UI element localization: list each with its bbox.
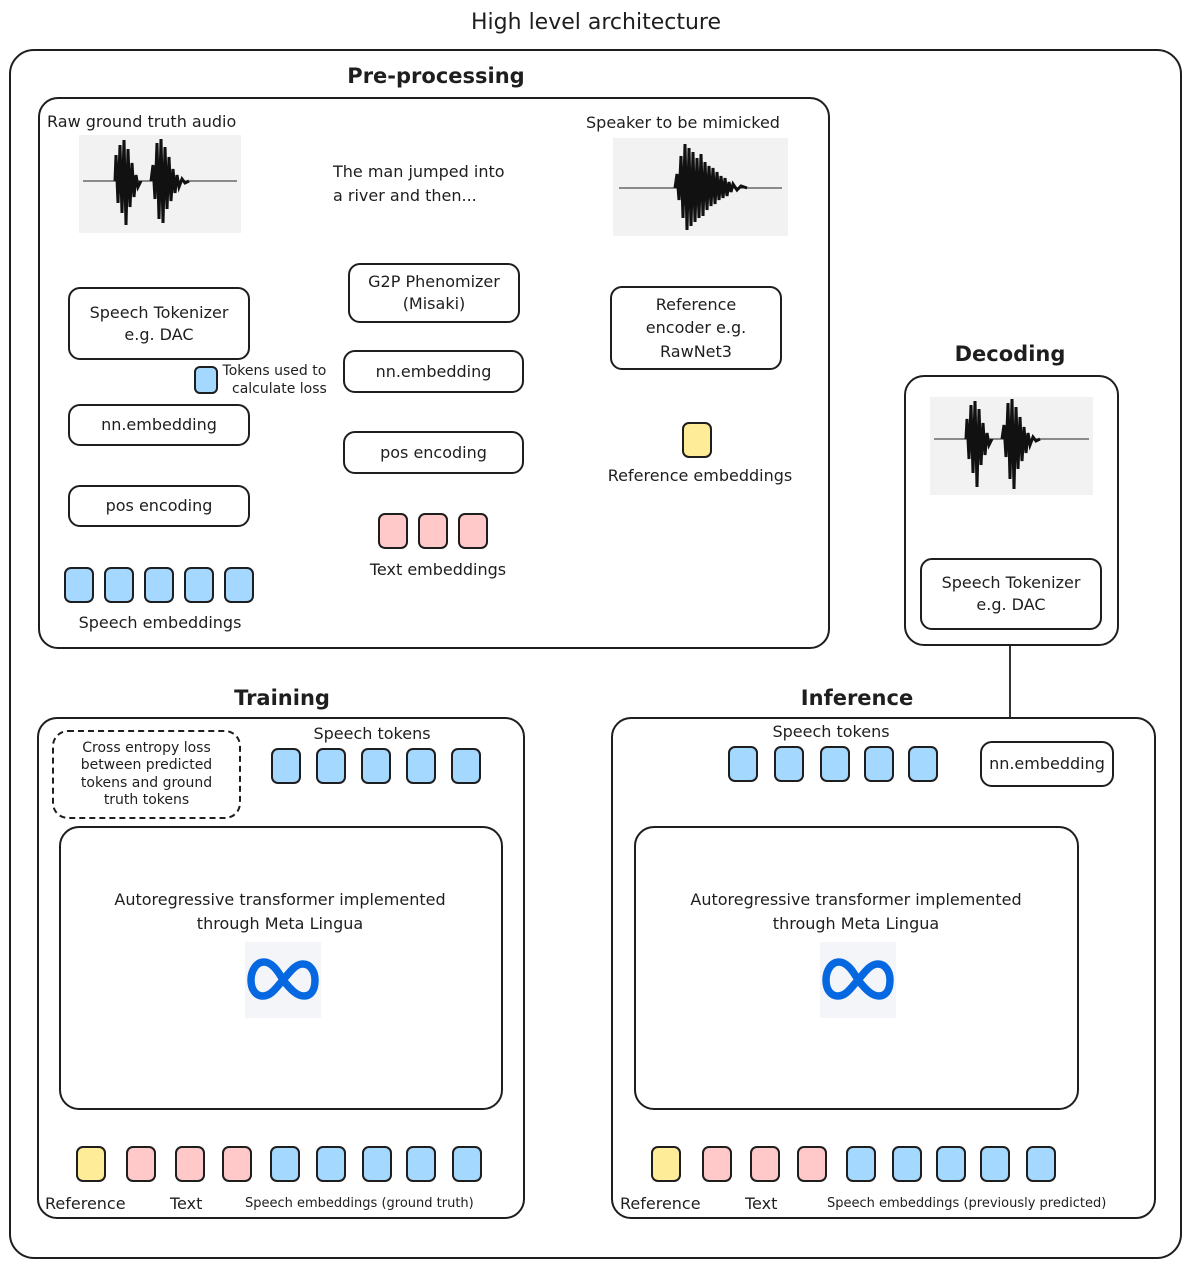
- loss-note-line-1: Cross entropy loss: [82, 739, 211, 756]
- input-embedding-chip: [126, 1146, 156, 1182]
- input-embedding-chip: [1026, 1146, 1056, 1182]
- training-reference-label: Reference: [45, 1194, 126, 1213]
- input-embedding-chip: [750, 1146, 780, 1182]
- speech-token-chip: [316, 748, 346, 784]
- inference-transformer-line-1: Autoregressive transformer implemented: [690, 890, 1022, 909]
- speech-pos-encoding-box: pos encoding: [68, 485, 250, 527]
- diagram-title: High level architecture: [471, 10, 721, 35]
- speech-embeddings-label: Speech embeddings: [78, 613, 242, 632]
- input-embedding-chip: [797, 1146, 827, 1182]
- reference-encoder-line-3: RawNet3: [660, 341, 732, 361]
- inference-heading: Inference: [800, 686, 914, 710]
- tokens-note: Tokens used to calculate loss: [222, 363, 327, 398]
- g2p-line-2: (Misaki): [402, 294, 466, 313]
- inference-reference-label: Reference: [620, 1194, 701, 1213]
- decoding-speech-tokenizer-box: Speech Tokenizer e.g. DAC: [920, 558, 1102, 630]
- inference-nn-embedding-box: nn.embedding: [980, 741, 1114, 787]
- audio-waveform-icon: [79, 135, 241, 233]
- decoding-tokenizer-line-2: e.g. DAC: [976, 595, 1046, 614]
- speech-token-chip: [728, 746, 758, 782]
- speech-embedding-chip: [224, 567, 254, 603]
- text-embedding-chip: [418, 513, 448, 549]
- meta-logo-icon: [245, 942, 321, 1018]
- tokens-note-line-2: calculate loss: [232, 380, 327, 397]
- speech-embedding-chip: [64, 567, 94, 603]
- reference-embeddings-label: Reference embeddings: [607, 466, 793, 485]
- training-heading: Training: [234, 686, 330, 710]
- training-text-label: Text: [170, 1194, 203, 1213]
- speech-token-chip: [908, 746, 938, 782]
- text-input-line-2: a river and then...: [333, 186, 477, 205]
- decoding-tokenizer-line-1: Speech Tokenizer: [941, 573, 1081, 593]
- training-speech-tokens-label: Speech tokens: [313, 724, 431, 743]
- inference-text-label: Text: [745, 1194, 778, 1213]
- input-embedding-chip: [452, 1146, 482, 1182]
- speaker-label: Speaker to be mimicked: [586, 113, 780, 132]
- preprocessing-heading: Pre-processing: [347, 64, 525, 88]
- training-transformer-line-2: through Meta Lingua: [196, 914, 364, 933]
- text-input: The man jumped into a river and then...: [333, 160, 505, 208]
- training-transformer-line-1: Autoregressive transformer implemented: [114, 890, 446, 909]
- speech-tokenizer-line-1: Speech Tokenizer: [89, 302, 229, 322]
- reference-embedding-chip: [682, 422, 712, 458]
- speech-embedding-chip: [144, 567, 174, 603]
- text-input-line-1: The man jumped into: [333, 162, 505, 181]
- input-embedding-chip: [892, 1146, 922, 1182]
- training-transformer-label: Autoregressive transformer implemented t…: [114, 888, 445, 936]
- inference-speech-label: Speech embeddings (previously predicted): [827, 1196, 1107, 1211]
- loss-note-line-2: between predicted: [80, 757, 213, 773]
- audio-waveform-icon: [930, 397, 1093, 495]
- text-pos-encoding-box: pos encoding: [343, 431, 524, 474]
- loss-note-line-3: tokens and ground: [80, 774, 213, 791]
- reference-encoder-box: Reference encoder e.g. RawNet3: [610, 286, 782, 370]
- speech-nn-embedding-box: nn.embedding: [68, 404, 250, 446]
- loss-note: Cross entropy loss between predicted tok…: [52, 730, 241, 819]
- speech-token-chip: [406, 748, 436, 784]
- speech-token-chip: [451, 748, 481, 784]
- outer-frame: [9, 49, 1182, 1259]
- speech-embedding-chip: [104, 567, 134, 603]
- tokens-note-line-1: Tokens used to: [222, 363, 327, 379]
- audio-waveform-icon: [613, 138, 788, 236]
- input-embedding-chip: [316, 1146, 346, 1182]
- speech-token-chip: [774, 746, 804, 782]
- inference-speech-tokens-label: Speech tokens: [772, 722, 890, 741]
- g2p-line-1: G2P Phenomizer: [368, 272, 500, 292]
- inference-transformer-label: Autoregressive transformer implemented t…: [690, 888, 1021, 936]
- input-embedding-chip: [175, 1146, 205, 1182]
- text-embedding-chip: [378, 513, 408, 549]
- speech-embedding-chip: [184, 567, 214, 603]
- input-embedding-chip: [702, 1146, 732, 1182]
- meta-logo-icon: [820, 942, 896, 1018]
- input-embedding-chip: [76, 1146, 106, 1182]
- speech-token-chip: [271, 748, 301, 784]
- decoding-heading: Decoding: [954, 342, 1066, 366]
- loss-note-line-4: truth tokens: [103, 792, 190, 808]
- g2p-box: G2P Phenomizer (Misaki): [348, 263, 520, 323]
- input-embedding-chip: [222, 1146, 252, 1182]
- raw-audio-label: Raw ground truth audio: [47, 112, 237, 131]
- speech-token-chip: [361, 748, 391, 784]
- speech-tokenizer-line-2: e.g. DAC: [124, 324, 194, 344]
- input-embedding-chip: [270, 1146, 300, 1182]
- training-speech-label: Speech embeddings (ground truth): [245, 1196, 474, 1211]
- speech-token-chip: [820, 746, 850, 782]
- input-embedding-chip: [406, 1146, 436, 1182]
- loss-token-chip: [194, 366, 218, 394]
- text-embedding-chip: [458, 513, 488, 549]
- input-embedding-chip: [936, 1146, 966, 1182]
- text-embeddings-label: Text embeddings: [369, 560, 507, 579]
- input-embedding-chip: [980, 1146, 1010, 1182]
- text-nn-embedding-box: nn.embedding: [343, 350, 524, 393]
- reference-encoder-line-1: Reference: [655, 295, 737, 315]
- input-embedding-chip: [846, 1146, 876, 1182]
- inference-transformer-line-2: through Meta Lingua: [772, 914, 940, 933]
- speech-token-chip: [864, 746, 894, 782]
- reference-encoder-line-2: encoder e.g.: [645, 318, 747, 338]
- input-embedding-chip: [362, 1146, 392, 1182]
- input-embedding-chip: [651, 1146, 681, 1182]
